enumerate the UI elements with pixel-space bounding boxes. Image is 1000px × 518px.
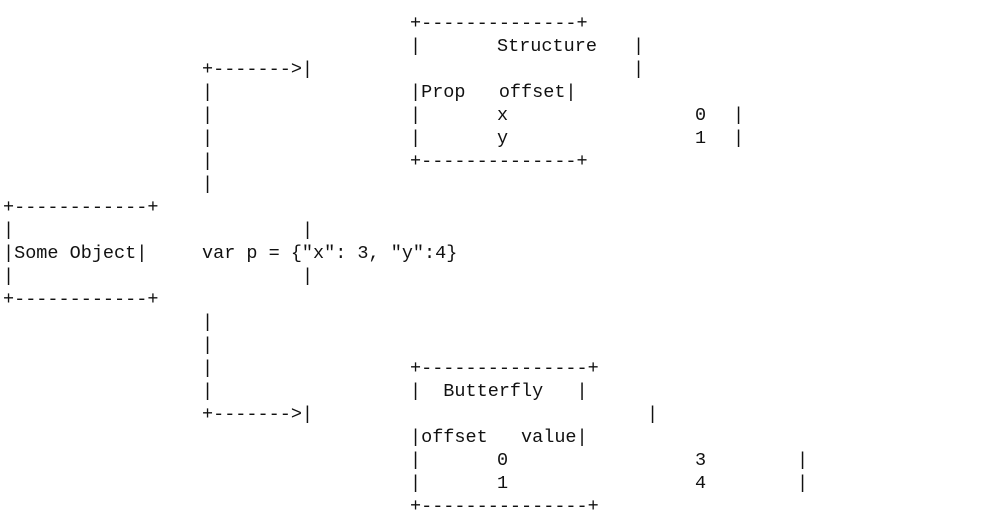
structure-top-border: +--------------+ <box>410 13 588 34</box>
structure-offset: 1 <box>695 128 707 149</box>
code-marker: | <box>302 266 314 287</box>
butterfly-value: 3 <box>695 450 707 471</box>
connector-line: | <box>202 128 214 149</box>
butterfly-right-edge: | <box>797 450 809 471</box>
structure-right-edge: | <box>733 128 745 149</box>
object-bottom-border: +------------+ <box>3 289 159 310</box>
code-marker: | <box>302 220 314 241</box>
object-left-edge: | <box>3 266 15 287</box>
butterfly-bottom-border: +---------------+ <box>410 496 599 517</box>
structure-right-edge: | <box>733 105 745 126</box>
structure-bottom-border: +--------------+ <box>410 151 588 172</box>
structure-right-edge: | <box>633 59 645 80</box>
butterfly-offset: 0 <box>497 450 509 471</box>
structure-offset: 0 <box>695 105 707 126</box>
butterfly-value: 4 <box>695 473 707 494</box>
structure-prop: x <box>497 105 509 126</box>
arrow-to-structure: +------->| <box>202 59 314 80</box>
object-label: |Some Object| <box>3 243 148 264</box>
object-top-border: +------------+ <box>3 197 159 218</box>
connector-line: | <box>202 335 214 356</box>
structure-left-edge: | <box>410 105 422 126</box>
butterfly-right-edge: | <box>647 404 659 425</box>
butterfly-right-edge: | <box>797 473 809 494</box>
arrow-to-butterfly: +------->| <box>202 404 314 425</box>
structure-right-edge: | <box>633 36 645 57</box>
structure-prop: y <box>497 128 509 149</box>
butterfly-left-edge: | <box>410 450 422 471</box>
connector-line: | <box>202 82 214 103</box>
connector-line: | <box>202 174 214 195</box>
butterfly-offset: 1 <box>497 473 509 494</box>
structure-title: Structure <box>497 36 597 57</box>
object-code: var p = {"x": 3, "y":4} <box>202 243 458 264</box>
structure-left-edge: | <box>410 36 422 57</box>
object-left-edge: | <box>3 220 15 241</box>
butterfly-top-border: +---------------+ <box>410 358 599 379</box>
butterfly-left-edge: | <box>410 473 422 494</box>
butterfly-title: | Butterfly | <box>410 381 588 402</box>
connector-line: | <box>202 151 214 172</box>
structure-left-edge: | <box>410 128 422 149</box>
connector-line: | <box>202 312 214 333</box>
connector-line: | <box>202 105 214 126</box>
connector-line: | <box>202 358 214 379</box>
structure-header: |Prop offset| <box>410 82 577 103</box>
butterfly-header: |offset value| <box>410 427 588 448</box>
connector-line: | <box>202 381 214 402</box>
